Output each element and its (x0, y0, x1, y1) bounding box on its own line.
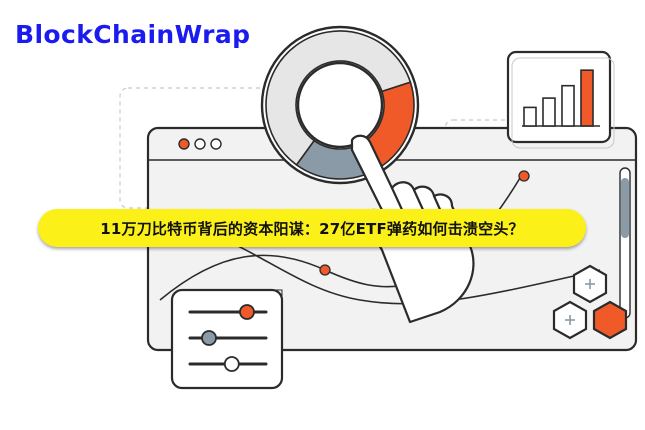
brand-logo: BlockChainWrap (15, 20, 251, 49)
slider-knob (201, 330, 217, 346)
bar-chart-icon (506, 50, 615, 149)
window-dots-icon (178, 138, 222, 150)
donut-segment (265, 30, 412, 166)
bar (580, 69, 594, 127)
bar (561, 84, 575, 127)
slider-panel-icon (170, 288, 284, 390)
bar (542, 97, 556, 127)
bar (523, 106, 537, 127)
slider-knob (223, 356, 240, 372)
headline-banner: 11万刀比特币背后的资本阳谋：27亿ETF弹药如何击溃空头？ (38, 209, 586, 247)
headline-text: 11万刀比特币背后的资本阳谋：27亿ETF弹药如何击溃空头？ (100, 219, 524, 238)
slider-knob (239, 304, 255, 320)
donut-chart-icon (260, 25, 420, 185)
hexagon-cluster-icon (552, 264, 628, 340)
